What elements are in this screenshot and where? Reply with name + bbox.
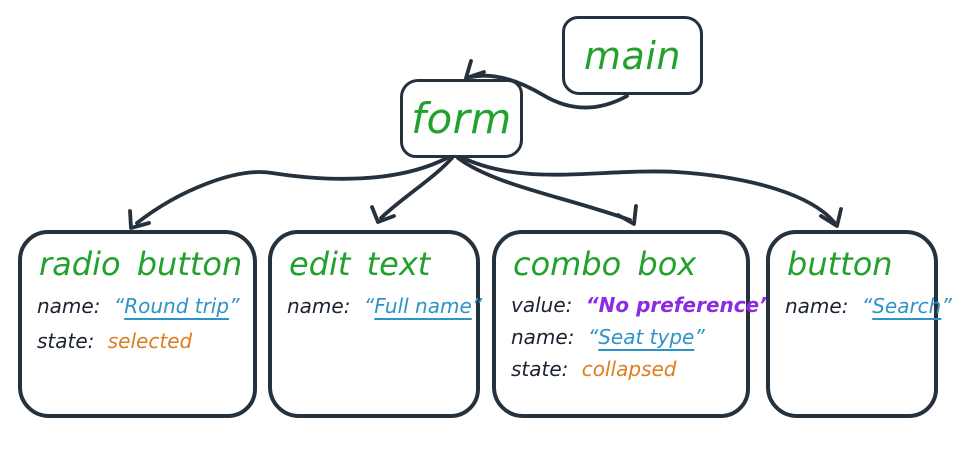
node-form-label: form [411,93,512,143]
prop-key: state: [37,328,95,353]
arrowhead-edit-text [370,205,396,224]
prop-value-state: selected [107,328,193,353]
arrowhead-radio-button [128,209,151,230]
prop-row: name: Round trip [37,293,240,318]
prop-value-name: Search [862,294,952,318]
prop-value-name: Seat type [588,325,705,349]
prop-key: state: [511,356,569,381]
node-main: main [562,16,703,95]
prop-key: name: [37,293,101,318]
edge-form-to-radio-button [135,156,449,225]
node-button: button name: Search [766,230,952,418]
edge-form-to-edit-text [379,156,454,220]
node-combo-box: combo box value: No preference name: Sea… [492,230,772,418]
prop-key: value: [511,292,573,317]
edge-main-to-form [469,73,629,110]
prop-row: value: No preference [511,292,772,317]
node-edit-text: edit text name: Full name [268,230,482,418]
node-combo-box-title: combo box [513,245,697,283]
prop-row: state: selected [37,329,238,353]
prop-row: name: Search [785,293,952,318]
arrowhead-form [464,59,486,80]
node-radio-button-title: radio button [39,245,243,283]
prop-value-value: No preference [586,293,772,317]
node-form: form [400,79,523,158]
edge-form-to-button [459,155,836,224]
node-main-label: main [584,33,681,78]
node-radio-button: radio button name: Round trip state: sel… [18,230,257,418]
prop-key: name: [785,293,849,318]
arrowhead-button [819,207,843,228]
prop-key: name: [287,293,351,318]
prop-value-name: Round trip [114,294,240,318]
prop-row: state: collapsed [511,357,731,381]
prop-value-state: collapsed [581,356,677,381]
prop-row: name: Full name [287,293,482,318]
prop-value-name: Full name [364,294,482,318]
prop-key: name: [511,324,575,349]
node-button-title: button [787,245,893,283]
arrowhead-combo-box [616,204,638,226]
prop-row: name: Seat type [511,325,731,349]
edge-form-to-combo-box [456,156,632,222]
node-edit-text-title: edit text [289,245,431,283]
